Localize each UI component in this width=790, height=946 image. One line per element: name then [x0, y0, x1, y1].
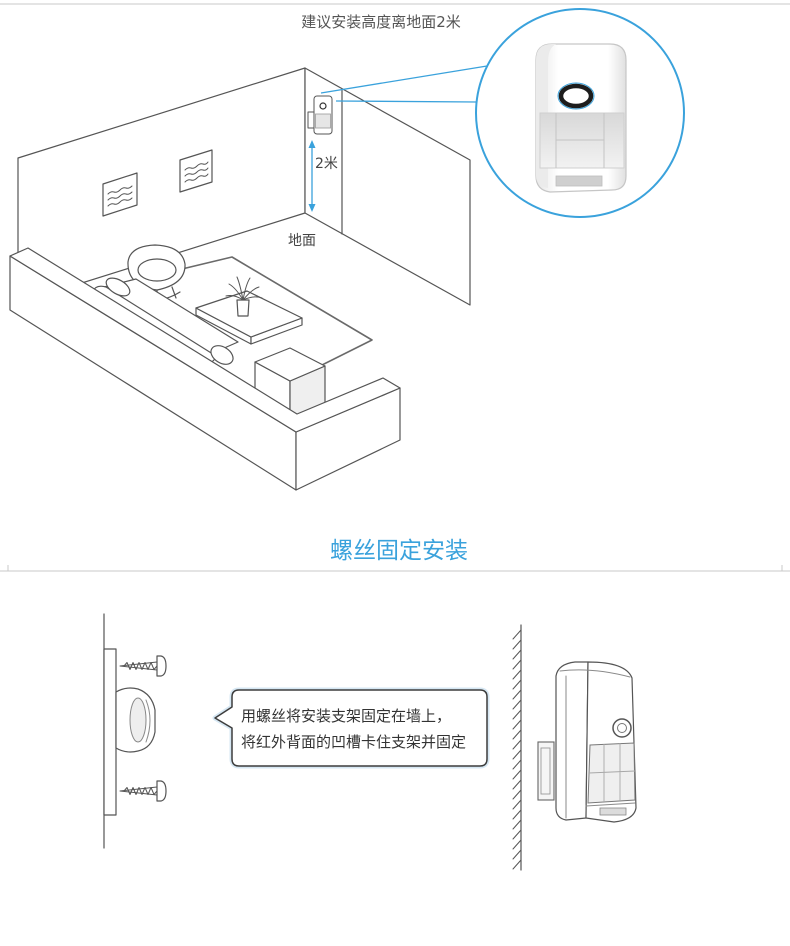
screw-thread — [123, 787, 158, 795]
height-arrow-head-bottom — [308, 204, 316, 212]
lens-segments — [555, 113, 605, 168]
sensor-lens — [315, 113, 331, 129]
knob-recess — [129, 697, 147, 743]
instruction-text: 用螺丝将安装支架固定在墙上， 将红外背面的凹槽卡住支架并固定 — [241, 703, 481, 755]
wall-hatching — [512, 629, 522, 870]
mounting-bracket-knob — [115, 687, 156, 753]
low-wall-top — [9, 247, 401, 433]
sensor-side-face — [555, 661, 589, 821]
plant-leaves — [225, 276, 263, 301]
sensor-top-ridge — [559, 669, 631, 678]
sensor-bottom-slot — [555, 175, 603, 187]
wall-picture-left — [102, 172, 138, 217]
table-top — [195, 290, 303, 338]
sensor-side-lens — [587, 742, 636, 804]
height-label: 2米 — [315, 156, 338, 172]
screw-mount-title: 螺丝固定安装 — [330, 538, 468, 564]
chair-seat — [137, 258, 177, 282]
picture-frame — [179, 149, 213, 193]
sensor-led-icon — [612, 718, 632, 738]
wall-bracket-illustration — [103, 613, 167, 849]
led-glow — [557, 82, 595, 110]
floor-label: 地面 — [288, 233, 316, 249]
right-wall — [304, 67, 471, 306]
sensor-led-inner — [617, 723, 627, 733]
mounting-plate — [103, 648, 117, 816]
sensor-bottom-seam — [585, 802, 636, 807]
sofa-armrest-right — [210, 345, 234, 365]
mounted-sensor-illustration — [512, 624, 637, 871]
instruction-line-1: 用螺丝将安装支架固定在墙上， — [241, 707, 452, 725]
callout-border — [214, 689, 488, 767]
picture-waves — [107, 185, 133, 207]
plant-pot — [236, 299, 250, 317]
magnified-sensor-callout — [475, 8, 685, 218]
side-lens-segments — [588, 743, 636, 802]
screw-top — [119, 655, 167, 677]
screw-head — [156, 780, 167, 802]
screw-thread — [123, 662, 158, 670]
picture-frame — [102, 172, 138, 217]
installation-height-caption: 建议安装高度离地面2米 — [301, 13, 461, 31]
zoom-connector-top — [320, 65, 488, 94]
screw-bottom — [119, 780, 167, 802]
sensor-wall-bracket — [537, 741, 555, 801]
bracket-groove — [540, 747, 551, 795]
picture-waves — [184, 161, 209, 183]
height-arrow — [308, 140, 316, 212]
sofa — [91, 277, 239, 365]
room-pir-sensor — [307, 95, 333, 135]
sensor-bracket — [307, 111, 315, 129]
knob-highlight — [145, 699, 151, 743]
room-illustration: 2米 地面 — [9, 67, 471, 491]
screw-head — [156, 655, 167, 677]
instruction-callout — [212, 687, 490, 769]
sensor-led-ring — [319, 102, 327, 110]
height-arrow-head-top — [308, 140, 316, 148]
sensor-bottom-notch — [599, 807, 627, 816]
led-ring-icon — [558, 83, 594, 109]
coffee-table — [195, 276, 303, 345]
sofa-armrest-left — [105, 277, 131, 297]
cube-face-top — [254, 347, 326, 382]
wall-picture-right — [179, 149, 213, 193]
instruction-line-2: 将红外背面的凹槽卡住支架并固定 — [241, 733, 467, 751]
zoom-connector-bottom — [335, 100, 478, 103]
